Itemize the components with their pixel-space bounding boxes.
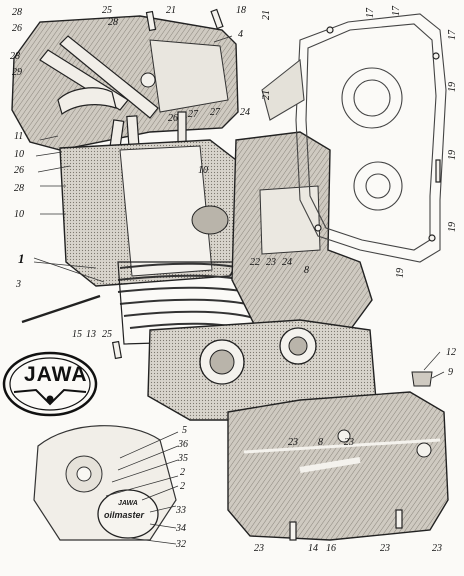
callout-16: 16 xyxy=(326,543,336,554)
callout-14: 14 xyxy=(308,543,318,554)
jawa-logo-text: JAWA xyxy=(24,363,88,386)
callout-15: 15 xyxy=(72,329,82,340)
cylinder-block xyxy=(59,139,261,345)
callout-5: 5 xyxy=(182,425,187,436)
callout-22: 22 xyxy=(250,257,260,268)
callout-36: 36 xyxy=(178,439,188,450)
callout-1: 1 xyxy=(18,251,25,266)
callout-27: 27 xyxy=(210,107,220,118)
crankcase xyxy=(147,131,377,421)
callout-19: 19 xyxy=(447,150,458,160)
callout-9: 9 xyxy=(448,367,453,378)
callout-17: 17 xyxy=(447,30,458,40)
callout-3: 3 xyxy=(16,279,21,290)
callout-10: 10 xyxy=(14,209,24,220)
callout-26: 26 xyxy=(12,23,22,34)
callout-18: 18 xyxy=(236,5,246,16)
callout-28: 28 xyxy=(10,51,20,62)
callout-26: 26 xyxy=(14,165,24,176)
callout-21: 21 xyxy=(261,90,272,100)
callout-19: 19 xyxy=(395,268,406,278)
callout-23: 23 xyxy=(344,437,354,448)
bolts xyxy=(21,8,441,541)
callout-33: 33 xyxy=(176,505,186,516)
left-cover xyxy=(33,425,177,541)
callout-2: 2 xyxy=(180,467,185,478)
callout-28: 28 xyxy=(108,17,118,28)
callout-27: 27 xyxy=(188,109,198,120)
callout-17: 17 xyxy=(391,6,402,16)
callout-34: 34 xyxy=(176,523,186,534)
callout-24: 24 xyxy=(240,107,250,118)
callout-8: 8 xyxy=(318,437,323,448)
leader-lines xyxy=(33,35,445,545)
callout-32: 32 xyxy=(176,539,186,550)
callout-19: 19 xyxy=(447,222,458,232)
oilmaster-brand-text: JAWA xyxy=(118,500,138,507)
bottom-cover xyxy=(227,371,449,541)
callout-23: 23 xyxy=(288,437,298,448)
callout-2: 2 xyxy=(180,481,185,492)
callout-10: 10 xyxy=(198,165,208,176)
callout-11: 11 xyxy=(14,131,24,142)
callout-21: 21 xyxy=(261,10,272,20)
callout-13: 13 xyxy=(86,329,96,340)
callout-25: 25 xyxy=(102,5,112,16)
callout-28: 28 xyxy=(14,183,24,194)
callout-26: 26 xyxy=(168,113,178,124)
jawa-logo-emblem xyxy=(2,351,98,417)
oilmaster-product-text: oilmaster xyxy=(104,510,145,520)
callout-28: 28 xyxy=(12,7,22,18)
callout-23: 23 xyxy=(254,543,264,554)
callout-10: 10 xyxy=(14,149,24,160)
callout-23: 23 xyxy=(432,543,442,554)
callout-29: 29 xyxy=(12,67,22,78)
callout-17: 17 xyxy=(365,8,376,18)
callout-24: 24 xyxy=(282,257,292,268)
callout-35: 35 xyxy=(178,453,188,464)
callout-4: 4 xyxy=(238,29,243,40)
callout-8: 8 xyxy=(304,265,309,276)
callout-25: 25 xyxy=(102,329,112,340)
callout-23: 23 xyxy=(266,257,276,268)
callout-12: 12 xyxy=(446,347,456,358)
callout-19: 19 xyxy=(447,82,458,92)
callout-23: 23 xyxy=(380,543,390,554)
callout-21: 21 xyxy=(166,5,176,16)
